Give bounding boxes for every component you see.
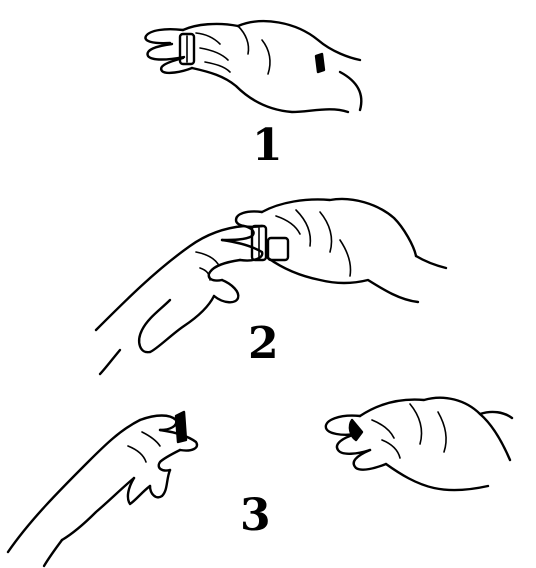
step-3-left-hand [8,412,197,566]
step-1-hand-holding-object [145,21,361,112]
step-2-holding-hand [236,199,446,302]
step-3-number: 3 [240,490,271,541]
step-1-number: 1 [252,120,283,171]
step-2-reaching-hand [96,226,262,374]
step-3-right-hand [326,398,512,490]
step-2-number: 2 [248,318,279,369]
